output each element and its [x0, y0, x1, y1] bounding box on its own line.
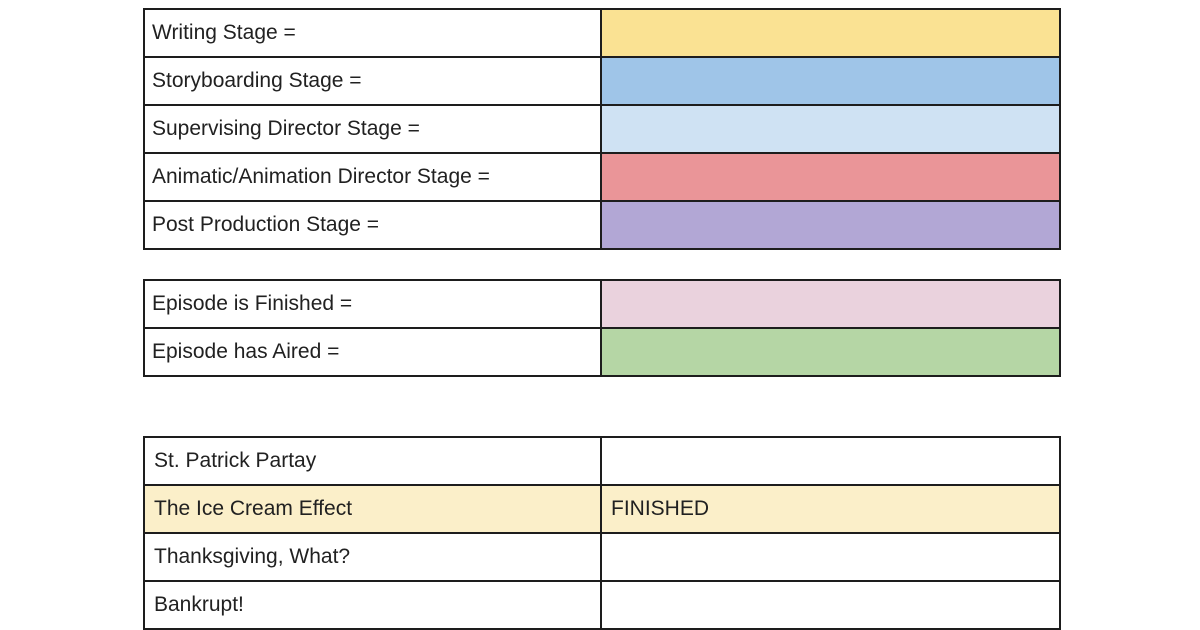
episode-title-cell[interactable]: St. Patrick Partay	[143, 436, 602, 486]
table-row: Storyboarding Stage =	[143, 56, 1061, 106]
stage-label-cell[interactable]: Writing Stage =	[143, 8, 602, 58]
stage-color-swatch[interactable]	[600, 56, 1061, 106]
stage-color-swatch[interactable]	[600, 8, 1061, 58]
table-row: Animatic/Animation Director Stage =	[143, 152, 1061, 202]
episode-status-cell[interactable]	[600, 436, 1061, 486]
table-row: Thanksgiving, What?	[143, 532, 1061, 582]
table-row: Episode has Aired =	[143, 327, 1061, 377]
status-color-swatch[interactable]	[600, 279, 1061, 329]
stage-label-cell[interactable]: Post Production Stage =	[143, 200, 602, 250]
status-legend-table: Episode is Finished = Episode has Aired …	[143, 279, 1061, 377]
table-row: Writing Stage =	[143, 8, 1061, 58]
stage-color-swatch[interactable]	[600, 200, 1061, 250]
stage-color-swatch[interactable]	[600, 152, 1061, 202]
stage-label-cell[interactable]: Storyboarding Stage =	[143, 56, 602, 106]
stage-legend-table: Writing Stage = Storyboarding Stage = Su…	[143, 8, 1061, 250]
episode-title-cell[interactable]: The Ice Cream Effect	[143, 484, 602, 534]
table-row: Post Production Stage =	[143, 200, 1061, 250]
episode-status-table: St. Patrick Partay The Ice Cream Effect …	[143, 436, 1061, 630]
stage-label-cell[interactable]: Animatic/Animation Director Stage =	[143, 152, 602, 202]
episode-status-cell[interactable]	[600, 532, 1061, 582]
episode-status-cell[interactable]	[600, 580, 1061, 630]
table-row: St. Patrick Partay	[143, 436, 1061, 486]
stage-color-swatch[interactable]	[600, 104, 1061, 154]
status-color-swatch[interactable]	[600, 327, 1061, 377]
table-row: Supervising Director Stage =	[143, 104, 1061, 154]
episode-status-cell[interactable]: FINISHED	[600, 484, 1061, 534]
status-label-cell[interactable]: Episode has Aired =	[143, 327, 602, 377]
table-row: Episode is Finished =	[143, 279, 1061, 329]
episode-title-cell[interactable]: Thanksgiving, What?	[143, 532, 602, 582]
table-row: The Ice Cream Effect FINISHED	[143, 484, 1061, 534]
episode-title-cell[interactable]: Bankrupt!	[143, 580, 602, 630]
status-label-cell[interactable]: Episode is Finished =	[143, 279, 602, 329]
table-row: Bankrupt!	[143, 580, 1061, 630]
stage-label-cell[interactable]: Supervising Director Stage =	[143, 104, 602, 154]
